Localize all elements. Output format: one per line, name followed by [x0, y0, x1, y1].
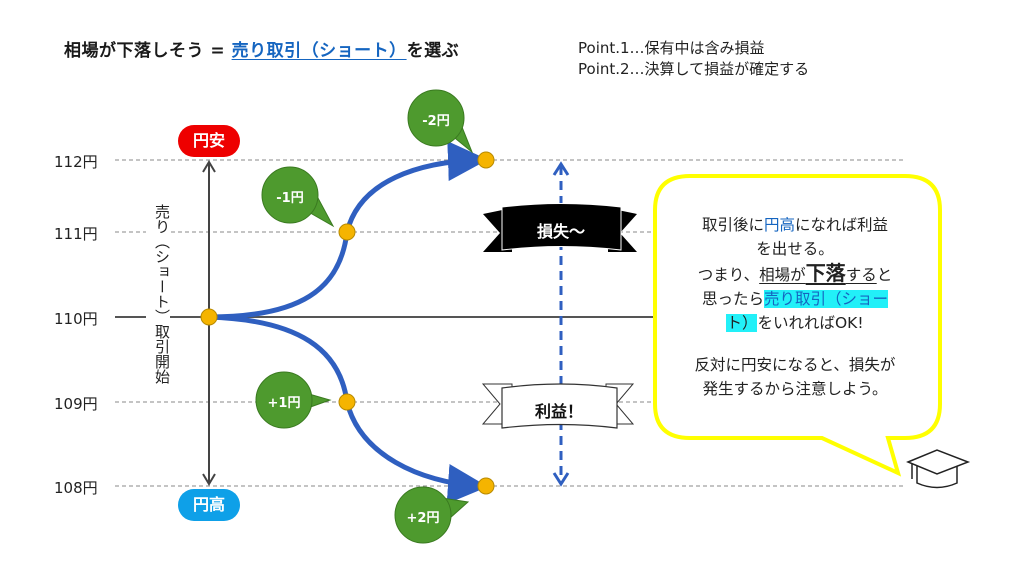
callout-l1b: 円高 — [763, 216, 795, 234]
point-2: Point.2…決算して損益が確定する — [578, 60, 810, 78]
callout-l1a: 取引後に — [701, 216, 764, 234]
callout-l3c: 下落 — [805, 261, 846, 285]
bubble-minus1 — [261, 166, 335, 228]
callout-spacer — [660, 335, 930, 353]
callout-l5a: ト） — [726, 314, 758, 332]
bubble-minus1-text: -1円 — [276, 191, 304, 206]
callout-line-1: 取引後に円高になれば利益 — [660, 213, 930, 237]
ribbon-loss-text: 損失～ — [536, 222, 585, 241]
title-prefix: 相場が下落しそう = — [64, 41, 232, 61]
callout-line-3: つまり、相場が下落すると — [660, 261, 930, 287]
ribbon-profit-text: 利益！ — [534, 402, 583, 421]
ribbon-profit — [481, 383, 635, 429]
badge-yen-weak: 円安 — [178, 125, 240, 157]
point-111 — [338, 223, 356, 241]
point-108 — [477, 477, 495, 495]
graduation-cap-icon — [906, 449, 971, 489]
callout-l4b: 売り取引（ショー — [764, 290, 889, 308]
callout-l3d: する — [845, 266, 877, 284]
callout-line-2: を出せる。 — [756, 240, 834, 258]
y-label-110: 110円 — [54, 310, 98, 328]
title-link[interactable]: 売り取引（ショート） — [231, 41, 407, 61]
callout-line-4: 思ったら売り取引（ショー — [660, 287, 930, 311]
callout-box — [653, 174, 942, 477]
y-label-108: 108円 — [54, 479, 98, 497]
callout-text: 取引後に円高になれば利益 を出せる。 つまり、相場が下落すると 思ったら売り取引… — [660, 213, 930, 401]
y-label-111: 111円 — [54, 225, 98, 243]
y-label-112: 112円 — [54, 153, 98, 171]
points-list: Point.1…保有中は含み損益 Point.2…決算して損益が確定する — [578, 38, 809, 80]
ribbon-loss — [483, 203, 637, 252]
callout-line-6: 反対に円安になると、損失が — [694, 356, 896, 374]
bubble-plus1 — [255, 371, 332, 429]
vertical-label: 売り（ショート）取引開始 — [146, 204, 171, 384]
point-109 — [338, 393, 356, 411]
bubble-plus2 — [394, 486, 470, 544]
y-label-109: 109円 — [54, 395, 98, 413]
callout-line-7: 発生するから注意しよう。 — [702, 380, 888, 398]
callout-l1c: になれば利益 — [795, 216, 889, 234]
callout-l3b: 相場が — [759, 266, 806, 284]
callout-l4a: 思ったら — [701, 290, 764, 308]
bubble-plus2-text: +2円 — [406, 511, 440, 526]
page-title: 相場が下落しそう = 売り取引（ショート）を選ぶ — [64, 36, 459, 61]
bubble-plus1-text: +1円 — [267, 396, 301, 411]
badge-yen-strong: 円高 — [178, 489, 240, 521]
callout-l3e: と — [876, 266, 893, 284]
point-110-start — [200, 308, 218, 326]
point-112 — [477, 151, 495, 169]
bubble-minus2 — [407, 89, 474, 154]
callout-line-5: ト）をいれればOK! — [660, 311, 930, 335]
point-1: Point.1…保有中は含み損益 — [578, 39, 765, 57]
callout-l5b: をいれればOK! — [757, 314, 864, 332]
title-suffix: を選ぶ — [406, 41, 460, 61]
bubble-minus2-text: -2円 — [422, 114, 450, 129]
callout-l3a: つまり、 — [697, 266, 760, 284]
